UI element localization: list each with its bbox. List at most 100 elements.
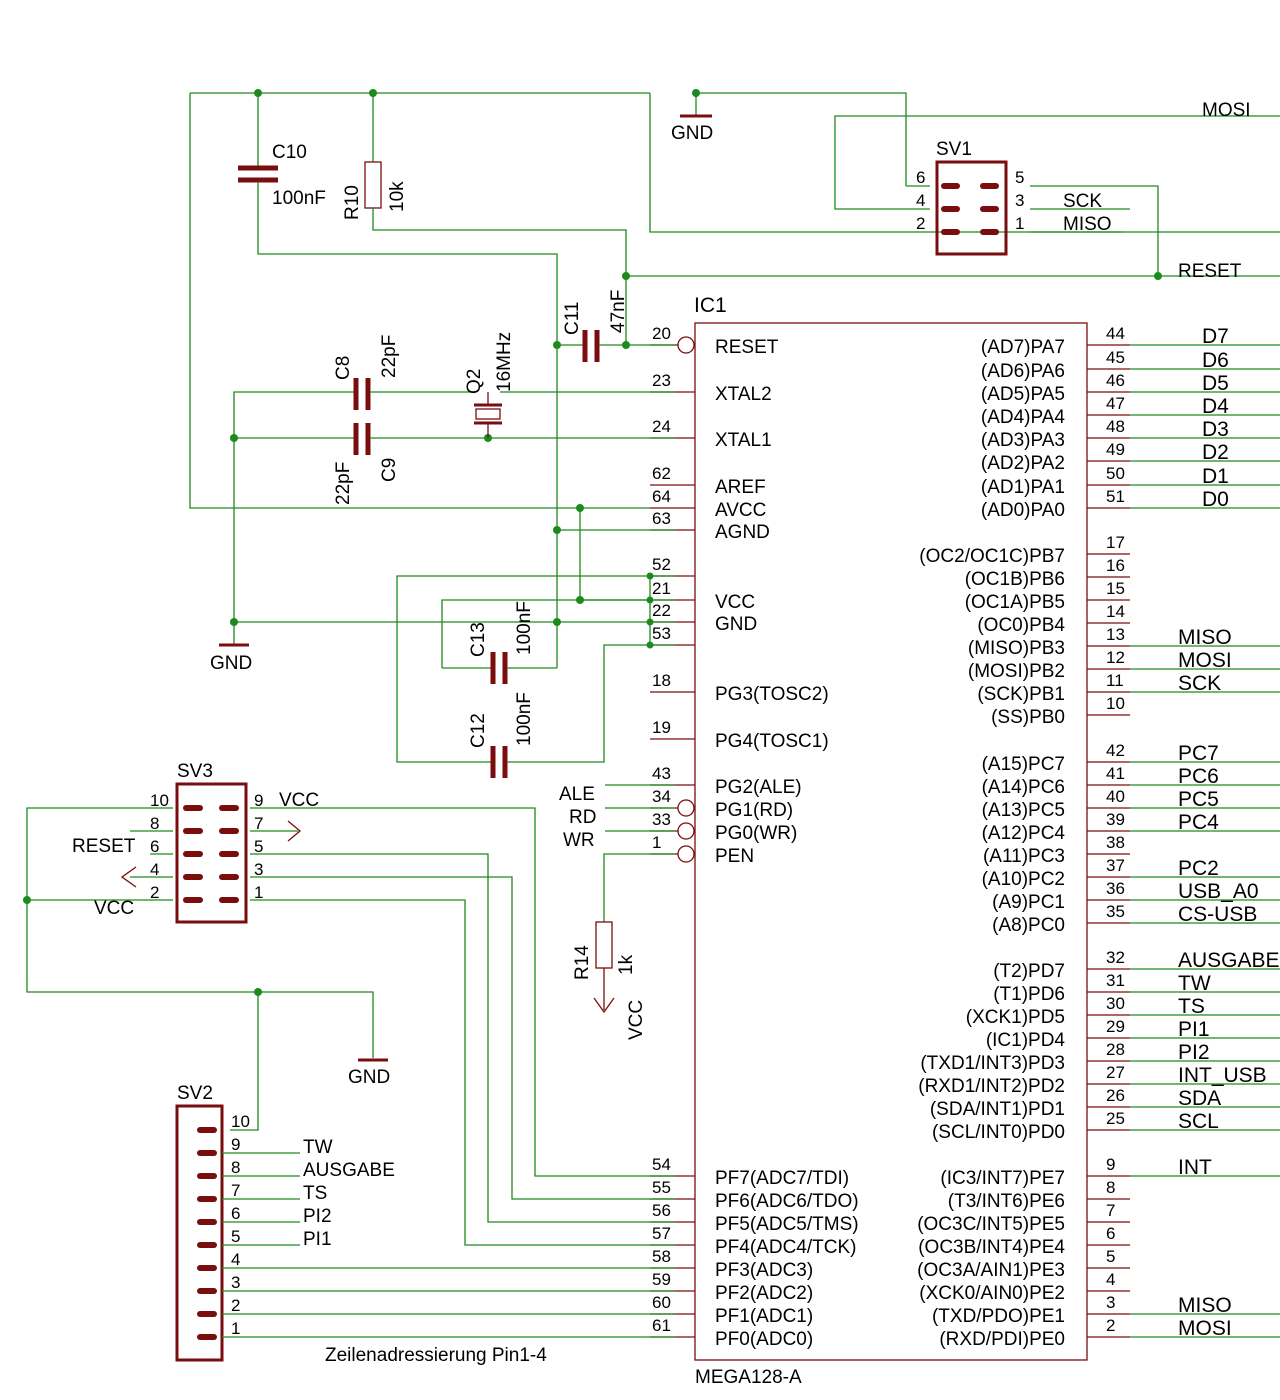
- ic1-pin-name: PG4(TOSC1): [715, 731, 829, 752]
- ic1-pin-number: 62: [652, 464, 671, 483]
- sv2-net-ts: TS: [303, 1183, 327, 1204]
- ic1-pin-number: 63: [652, 509, 671, 528]
- net-label: PC7: [1178, 742, 1219, 765]
- net-label: USB_A0: [1178, 880, 1259, 903]
- sv1-pin-4: 4: [916, 191, 925, 210]
- net-label: PC4: [1178, 811, 1219, 834]
- ic1-pin-number: 38: [1106, 833, 1125, 852]
- ic1-pin-name: GND: [715, 614, 757, 635]
- r10-value: 10k: [387, 181, 408, 212]
- sv1-pin-2: 2: [916, 214, 925, 233]
- c10-value: 100nF: [272, 188, 326, 209]
- net-label: PI2: [1178, 1041, 1210, 1064]
- ic1-pin-number: 24: [652, 417, 671, 436]
- net-label: D0: [1202, 488, 1229, 511]
- sv2-name: SV2: [177, 1083, 213, 1104]
- ic1-pin-number: 42: [1106, 741, 1125, 760]
- ic1-pin-name: AGND: [715, 522, 770, 543]
- net-label: D5: [1202, 372, 1229, 395]
- net-label: MOSI: [1178, 1317, 1232, 1340]
- ic1-pin-number: 60: [652, 1293, 671, 1312]
- ic1-pin-number: 4: [1106, 1270, 1115, 1289]
- ic1-pin-name: (A8)PC0: [992, 915, 1065, 936]
- ic1-pin-number: 64: [652, 487, 671, 506]
- wire-c10-gnd: [257, 182, 558, 345]
- wire-sv3-3-tdo: [250, 876, 675, 1200]
- ic1-pin-name: (A13)PC5: [982, 800, 1065, 821]
- ic1-pin-number: 47: [1106, 394, 1125, 413]
- r10-name: R10: [342, 185, 363, 220]
- ic1-pin-name: (A14)PC6: [982, 777, 1065, 798]
- ic1-pin-name: (MOSI)PB2: [968, 661, 1065, 682]
- ic1-pin-name: PEN: [715, 846, 754, 867]
- ic1-pin-number: 9: [1106, 1155, 1115, 1174]
- ic1-pin-number: 14: [1106, 602, 1125, 621]
- ic1-pin-name: (T1)PD6: [993, 984, 1065, 1005]
- ic1-pin-number: 15: [1106, 579, 1125, 598]
- net-label: PC6: [1178, 765, 1219, 788]
- ic1-pin-number: 44: [1106, 324, 1125, 343]
- ic1-pin-name: (A15)PC7: [982, 754, 1065, 775]
- net-label: INT_USB: [1178, 1064, 1267, 1087]
- ic1-pin-number: 57: [652, 1224, 671, 1243]
- ic1-pin-name: (AD6)PA6: [981, 361, 1065, 382]
- sv1-pin-1: 1: [1015, 214, 1024, 233]
- ic1-body: [694, 322, 1088, 1361]
- sv2-net-pi1: PI1: [303, 1229, 332, 1250]
- ic1-pin-number: 32: [1106, 948, 1125, 967]
- ic1-pin-number: 35: [1106, 902, 1125, 921]
- net-label: MISO: [1178, 626, 1232, 649]
- gnd-label-sv3: GND: [348, 1067, 390, 1088]
- ic1-pin-number: 41: [1106, 764, 1125, 783]
- net-label: D1: [1202, 465, 1229, 488]
- sv3-name: SV3: [177, 761, 213, 782]
- ic1-pin-name: (A9)PC1: [992, 892, 1065, 913]
- sv3-pin-number: 6: [150, 837, 159, 856]
- ic1-pin-name: PF0(ADC0): [715, 1329, 813, 1350]
- ic1-pin-name: PF2(ADC2): [715, 1283, 813, 1304]
- q2-value: 16MHz: [494, 332, 515, 392]
- r14-value: 1k: [616, 954, 637, 975]
- ic1-pin-number: 45: [1106, 348, 1125, 367]
- ic1-pin-name: (TXD/PDO)PE1: [932, 1306, 1065, 1327]
- net-label: TW: [1178, 972, 1211, 995]
- ic1-pin-name: PG1(RD): [715, 800, 793, 821]
- ic1-pin-name: (AD1)PA1: [981, 477, 1065, 498]
- net-label: TS: [1178, 995, 1205, 1018]
- sv3-pin-number: 2: [150, 883, 159, 902]
- wire-c12-gnd: [507, 644, 650, 763]
- wire-sv1-5: [1030, 185, 1159, 276]
- ic1-pin-name: (OC3A/AIN1)PE3: [917, 1260, 1065, 1281]
- ic1-pin-name: XTAL2: [715, 384, 772, 405]
- sv1-pin-3: 3: [1015, 191, 1024, 210]
- vcc-arrow: [593, 997, 615, 1014]
- ic1-pin-number: 30: [1106, 994, 1125, 1013]
- r14-body: [595, 921, 613, 969]
- net-label: MISO: [1178, 1294, 1232, 1317]
- c12-value: 100nF: [514, 692, 535, 746]
- ic1-pin-name: (IC1)PD4: [986, 1030, 1066, 1051]
- ic1-pin-number: 31: [1106, 971, 1125, 990]
- junction: [553, 618, 561, 626]
- sv2-pin-number: 3: [231, 1273, 240, 1292]
- ic1-pin-number: 7: [1106, 1201, 1115, 1220]
- ic1-pin-name: (AD0)PA0: [981, 500, 1065, 521]
- ic1-pin-name: (A11)PC3: [983, 846, 1065, 867]
- ic1-pin-name: (AD3)PA3: [981, 430, 1065, 451]
- label-ale: ALE: [559, 784, 595, 805]
- wire-c13-vcc: [441, 599, 650, 668]
- net-label: AUSGABE: [1178, 949, 1280, 972]
- wire-sv1-gnd: [696, 92, 907, 186]
- wire-avcc-loop: [189, 93, 650, 509]
- ic1-pin-name: (T3/INT6)PE6: [948, 1191, 1065, 1212]
- junction: [622, 272, 630, 280]
- sv3-vcc-label: VCC: [279, 790, 319, 811]
- ic1-pin-number: 36: [1106, 879, 1125, 898]
- net-miso-top: MISO: [1063, 214, 1112, 235]
- ic1-left-pins: 20RESET23XTAL224XTAL162AREF64AVCC63AGND5…: [650, 324, 859, 1350]
- ic1-pin-negation: [677, 336, 695, 354]
- ic1-pin-name: VCC: [715, 592, 755, 613]
- ic1-pin-name: (MISO)PB3: [968, 638, 1065, 659]
- crystal-network: C8 22pF 22pF C9 Q2 16MHz: [230, 332, 675, 622]
